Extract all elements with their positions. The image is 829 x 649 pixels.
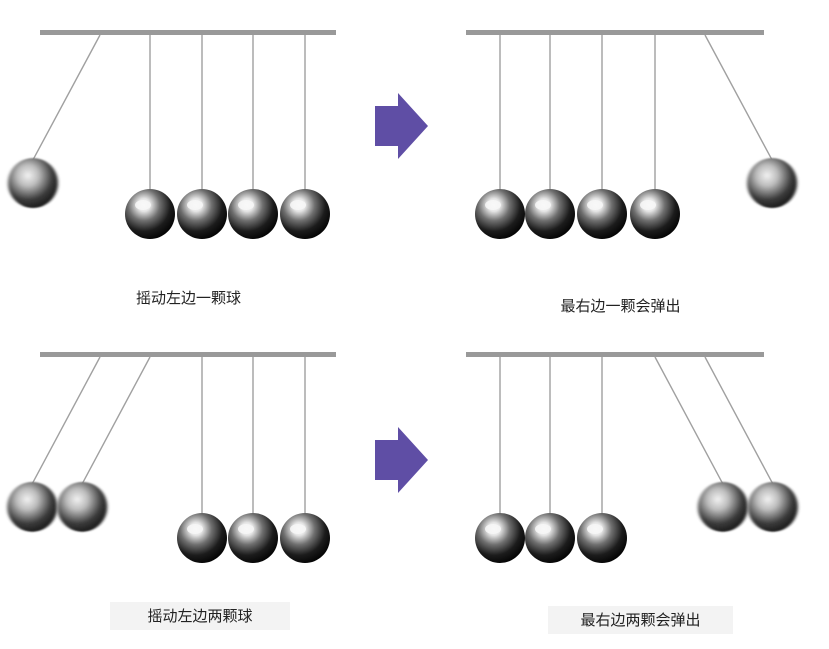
resting-ball bbox=[475, 513, 525, 563]
raised-ball bbox=[747, 157, 798, 208]
ball-highlight bbox=[485, 200, 501, 210]
resting-ball bbox=[577, 189, 627, 239]
resting-ball bbox=[177, 189, 227, 239]
raised-ball bbox=[7, 481, 58, 532]
pendulum-string bbox=[81, 356, 151, 485]
arrow-right-icon-bottom bbox=[375, 427, 428, 493]
raised-ball bbox=[7, 157, 58, 208]
ball-highlight bbox=[535, 524, 551, 534]
ball-highlight bbox=[485, 524, 501, 534]
support-bar bbox=[40, 352, 336, 357]
resting-ball bbox=[475, 189, 525, 239]
resting-ball bbox=[280, 189, 330, 239]
caption-bottom-right: 最右边两颗会弹出 bbox=[548, 606, 733, 634]
resting-ball bbox=[525, 189, 575, 239]
ball-highlight bbox=[535, 200, 551, 210]
ball-highlight bbox=[640, 200, 656, 210]
raised-ball bbox=[697, 481, 748, 532]
arrow-right-icon-top bbox=[375, 93, 428, 159]
ball-highlight bbox=[290, 200, 306, 210]
ball-highlight bbox=[187, 200, 203, 210]
resting-ball bbox=[525, 513, 575, 563]
resting-ball bbox=[228, 189, 278, 239]
caption-bottom-left: 摇动左边两颗球 bbox=[110, 602, 290, 630]
ball-highlight bbox=[587, 200, 603, 210]
ball-highlight bbox=[587, 524, 603, 534]
resting-ball bbox=[280, 513, 330, 563]
ball-highlight bbox=[238, 200, 254, 210]
caption-top-right: 最右边一颗会弹出 bbox=[560, 297, 681, 315]
ball-highlight bbox=[135, 200, 151, 210]
resting-ball bbox=[630, 189, 680, 239]
pendulum-string bbox=[704, 34, 773, 161]
panel-bottom-right bbox=[466, 352, 798, 563]
ball-highlight bbox=[187, 524, 203, 534]
support-bar bbox=[466, 352, 764, 357]
support-bar bbox=[40, 30, 336, 35]
ball-highlight bbox=[290, 524, 306, 534]
support-bar bbox=[466, 30, 764, 35]
resting-ball bbox=[228, 513, 278, 563]
resting-ball bbox=[577, 513, 627, 563]
resting-ball bbox=[177, 513, 227, 563]
pendulum-string bbox=[32, 34, 101, 161]
panel-top-right bbox=[466, 30, 798, 239]
panel-bottom-left bbox=[7, 352, 336, 563]
panel-top-left bbox=[7, 30, 336, 239]
ball-highlight bbox=[238, 524, 254, 534]
resting-ball bbox=[125, 189, 175, 239]
pendulum-string bbox=[31, 356, 101, 485]
pendulum-string bbox=[654, 356, 724, 485]
raised-ball bbox=[57, 481, 108, 532]
pendulum-string bbox=[704, 356, 774, 485]
raised-ball bbox=[747, 481, 798, 532]
caption-top-left: 摇动左边一颗球 bbox=[135, 289, 241, 307]
